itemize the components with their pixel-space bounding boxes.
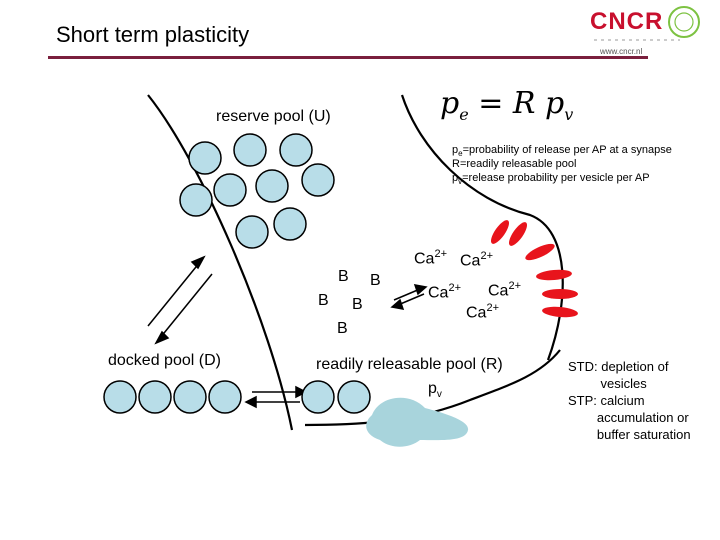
docked-pool-vesicles — [103, 380, 242, 414]
membrane-right — [400, 94, 564, 361]
reserve-pool-vesicles — [179, 133, 335, 249]
membrane-left — [147, 94, 294, 431]
stp-note: STP: calcium accumulation or buffer satu… — [568, 393, 691, 442]
b-label: B — [370, 272, 381, 289]
title-rule — [48, 56, 648, 59]
rrp-label: readily releasable pool (R) — [316, 356, 503, 373]
calcium-ion: Ca2+ — [428, 282, 461, 302]
b-label: B — [352, 296, 363, 313]
rrp-vesicles — [301, 380, 371, 414]
definition-r: R=readily releasable pool — [452, 158, 577, 170]
plasticity-notes: STD: depletion of vesicles STP: calcium … — [568, 358, 691, 443]
pv-label: pv — [428, 380, 442, 401]
reserve-docked-arrows — [147, 255, 213, 345]
calcium-ion: Ca2+ — [460, 250, 493, 270]
b-label: B — [318, 292, 329, 309]
cncr-logo — [594, 6, 700, 41]
std-note: STD: depletion of vesicles — [568, 359, 669, 391]
reserve-pool-label: reserve pool (U) — [216, 108, 331, 125]
b-label: B — [338, 268, 349, 285]
membrane-bottom — [304, 349, 561, 427]
docked-rrp-arrows — [244, 385, 308, 409]
logo-text: CNCR — [590, 8, 664, 35]
release-formula: pe = R pv — [440, 86, 574, 124]
docked-pool-label: docked pool (D) — [108, 352, 221, 369]
calcium-ion: Ca2+ — [488, 280, 521, 300]
fused-vesicle-patch — [366, 397, 469, 447]
slide-title: Short term plasticity — [56, 22, 250, 47]
b-ca-arrows — [390, 284, 428, 310]
logo-url: www.cncr.nl — [600, 47, 643, 56]
calcium-ion: Ca2+ — [466, 302, 499, 322]
calcium-channels — [490, 220, 578, 318]
b-label: B — [337, 320, 348, 337]
calcium-ion: Ca2+ — [414, 248, 447, 268]
definition-pe: pe=probability of release per AP at a sy… — [452, 144, 672, 159]
definition-pv: pv=release probability per vesicle per A… — [452, 172, 650, 187]
